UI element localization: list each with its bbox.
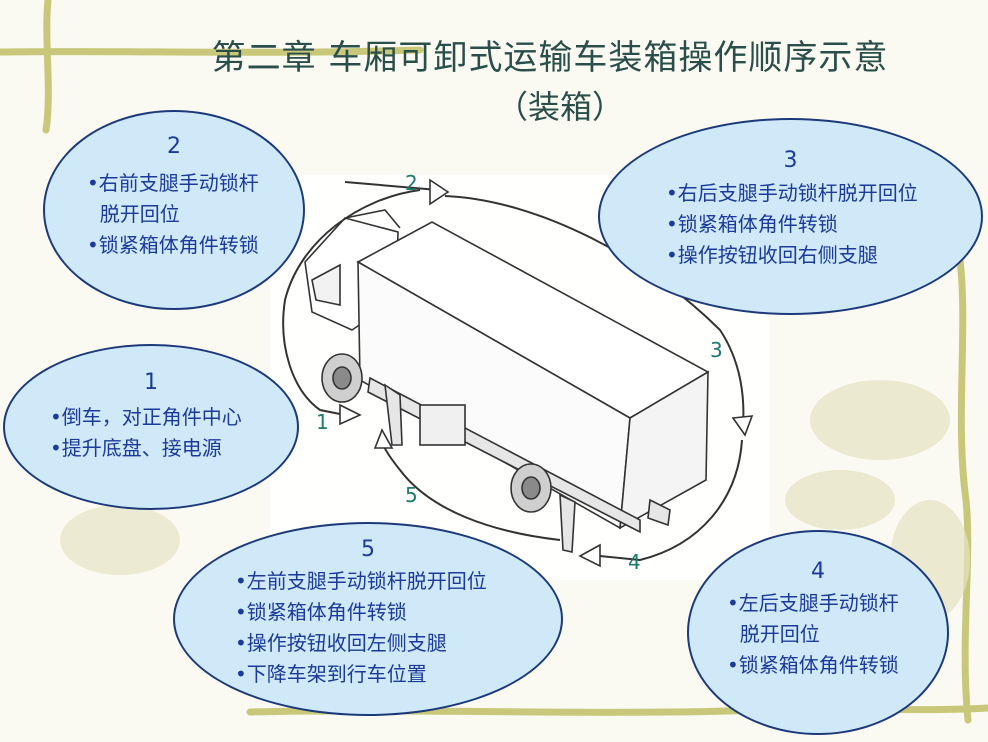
- step-item: •锁紧箱体角件转锁: [727, 653, 899, 677]
- chassis: [367, 376, 671, 553]
- step-items: •右前支腿手动锁杆 脱开回位 •锁紧箱体角件转锁: [87, 168, 259, 261]
- step-number: 1: [144, 370, 158, 395]
- step-item: •左前支腿手动锁杆脱开回位: [235, 569, 487, 593]
- step-bubble-1: 1 •倒车，对正角件中心 •提升底盘、接电源: [3, 344, 299, 510]
- step-item: •操作按钮收回右侧支腿: [666, 243, 878, 267]
- step-item: •提升底盘、接电源: [50, 436, 222, 460]
- step-bubble-5: 5 •左前支腿手动锁杆脱开回位 •锁紧箱体角件转锁 •操作按钮收回左侧支腿 •下…: [173, 522, 563, 716]
- step-items: •左后支腿手动锁杆 脱开回位 •锁紧箱体角件转锁: [727, 588, 899, 681]
- step-number: 4: [811, 559, 825, 584]
- step-items: •倒车，对正角件中心 •提升底盘、接电源: [50, 402, 242, 464]
- step-items: •左前支腿手动锁杆脱开回位 •锁紧箱体角件转锁 •操作按钮收回左侧支腿 •下降车…: [235, 566, 487, 690]
- step-number: 5: [361, 537, 375, 562]
- step-item: •锁紧箱体角件转锁: [235, 600, 407, 624]
- step-number: 3: [783, 148, 798, 173]
- step-number: 2: [167, 134, 181, 159]
- step-item: •操作按钮收回左侧支腿: [235, 631, 447, 655]
- step-item: •右前支腿手动锁杆: [87, 171, 259, 195]
- step-item: •锁紧箱体角件转锁: [87, 233, 259, 257]
- arrow-heads: [339, 178, 754, 568]
- step-bubble-2: 2 •右前支腿手动锁杆 脱开回位 •锁紧箱体角件转锁: [43, 110, 305, 310]
- arrow-label-5: 5: [405, 483, 418, 507]
- step-item: 脱开回位: [727, 622, 820, 646]
- step-items: •右后支腿手动锁杆脱开回位 •锁紧箱体角件转锁 •操作按钮收回右侧支腿: [666, 178, 918, 271]
- sequence-arrows: [282, 181, 745, 562]
- page-subtitle: （装箱）: [495, 88, 624, 126]
- page-title: 第二章 车厢可卸式运输车装箱操作顺序示意: [211, 38, 889, 78]
- step-item: •下降车架到行车位置: [235, 662, 427, 686]
- cargo-box: [356, 221, 710, 530]
- step-item: 脱开回位: [87, 202, 180, 226]
- arrow-label-1: 1: [316, 410, 329, 434]
- step-item: •倒车，对正角件中心: [50, 405, 242, 429]
- step-bubble-4: 4 •左后支腿手动锁杆 脱开回位 •锁紧箱体角件转锁: [687, 530, 949, 735]
- step-item: •右后支腿手动锁杆脱开回位: [666, 181, 918, 205]
- step-item: •锁紧箱体角件转锁: [666, 212, 838, 236]
- step-item: •左后支腿手动锁杆: [727, 591, 899, 615]
- arrow-label-4: 4: [628, 550, 641, 574]
- step-bubble-3: 3 •右后支腿手动锁杆脱开回位 •锁紧箱体角件转锁 •操作按钮收回右侧支腿: [598, 118, 983, 315]
- arrow-label-2: 2: [405, 171, 418, 195]
- arrow-label-3: 3: [710, 338, 723, 362]
- wheels: [321, 353, 552, 513]
